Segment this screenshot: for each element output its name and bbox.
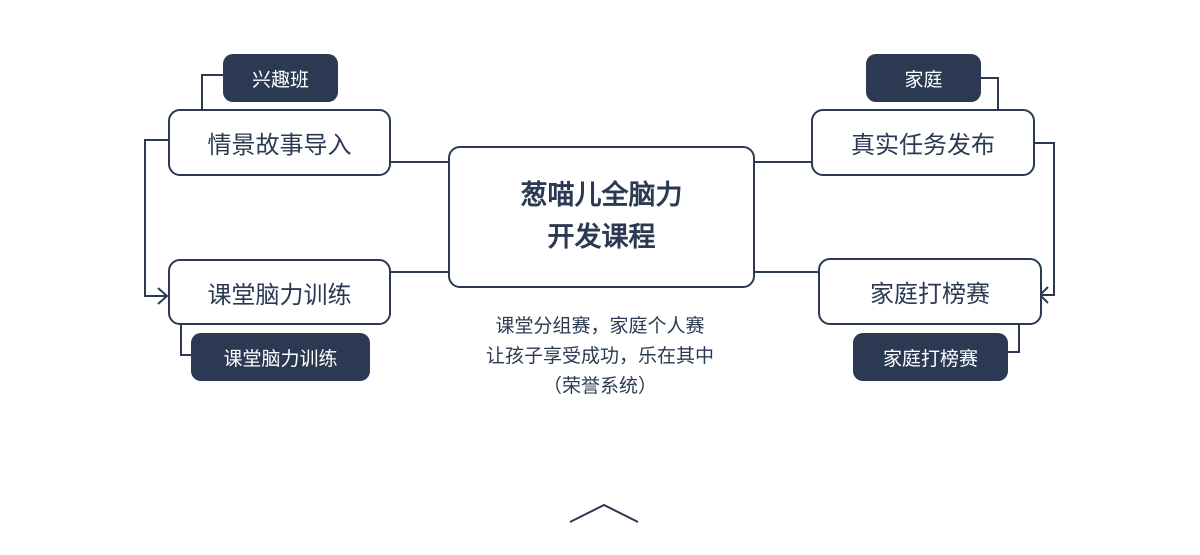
node-story-intro: 情景故事导入	[168, 109, 391, 176]
chevron-up-icon[interactable]	[569, 503, 639, 523]
center-title-line1: 葱喵儿全脑力	[520, 180, 683, 211]
caption-line3: （荣誉系统）	[542, 375, 657, 397]
node-real-task: 真实任务发布	[811, 109, 1035, 176]
caption-line1: 课堂分组赛，家庭个人赛	[495, 315, 705, 337]
caption-honor-system: 课堂分组赛，家庭个人赛 让孩子享受成功，乐在其中 （荣誉系统）	[430, 311, 770, 401]
bracket-tag-bottom-left	[180, 324, 192, 356]
flow-left-loop	[144, 139, 170, 297]
flow-right-loop	[1033, 142, 1055, 296]
node-family-ranking: 家庭打榜赛	[818, 258, 1042, 325]
caption-line2: 让孩子享受成功，乐在其中	[485, 345, 714, 367]
tag-family-ranking: 家庭打榜赛	[853, 333, 1008, 381]
center-title-line2: 开发课程	[547, 222, 656, 253]
center-course-box: 葱喵儿全脑力 开发课程	[448, 146, 755, 288]
bracket-tag-bottom-right	[1007, 324, 1020, 353]
bracket-tag-top-right	[980, 77, 999, 110]
tag-family: 家庭	[866, 54, 981, 102]
flow-left-arrowhead	[157, 287, 169, 305]
node-classroom-training: 课堂脑力训练	[168, 259, 391, 325]
tag-interest-class: 兴趣班	[223, 54, 338, 102]
tag-classroom-training: 课堂脑力训练	[191, 333, 370, 381]
bracket-tag-top-left	[201, 74, 224, 110]
